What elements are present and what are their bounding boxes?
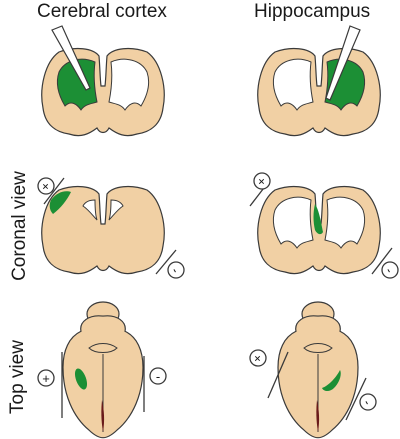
electrode-plate-positive-left: [43, 177, 65, 205]
midline-vessel: [316, 400, 320, 432]
midbrain: [303, 343, 333, 353]
positive-pole-icon: [249, 349, 267, 367]
midline-vessel: [101, 400, 105, 432]
ventricle-right: [108, 58, 150, 111]
positive-sign: +: [42, 371, 50, 386]
labelled-cortex-region: [49, 191, 71, 214]
ventricle-left: [272, 196, 314, 249]
electrode-plate-negative-left: [155, 249, 177, 275]
labelled-hippocampus-spot: [322, 370, 341, 391]
electrode-plate-negative-right: [371, 247, 393, 275]
positive-pole-icon: [37, 177, 55, 195]
positive-pole-icon: [37, 369, 55, 387]
top-view-brain-cortex: [62, 301, 144, 439]
ventricle-right: [324, 196, 366, 249]
midbrain: [88, 343, 118, 353]
ventricle-left: [272, 58, 314, 111]
column-title-cerebral-cortex: Cerebral cortex: [37, 1, 167, 22]
injection-pipette-right: [325, 25, 361, 101]
ventricle-right: [108, 199, 124, 221]
negative-pole-icon: [167, 261, 185, 279]
coronal-section-cortex-injection: [41, 47, 165, 137]
negative-pole-icon: [381, 261, 399, 279]
negative-sign: -: [168, 265, 183, 276]
coronal-section-hippocampus-injection: [257, 47, 381, 137]
negative-sign: -: [156, 369, 160, 384]
coronal-section-hippocampus-electroporation: [257, 185, 381, 275]
labelled-hippocampus-region: [313, 204, 323, 235]
labelled-cortex-spot: [74, 368, 88, 390]
injection-pipette-left: [51, 25, 91, 91]
negative-sign: -: [360, 397, 375, 408]
electrode-plate-negative-top-right: [345, 377, 367, 421]
negative-sign: -: [382, 265, 397, 276]
top-view-brain-hippocampus: [277, 301, 359, 439]
negative-pole-icon: [149, 367, 167, 385]
electrode-plate-positive-top-right: [267, 351, 289, 399]
ventricle-left: [82, 199, 98, 221]
coronal-section-cortex-electroporation: [41, 185, 165, 275]
negative-pole-icon: [359, 393, 377, 411]
column-title-hippocampus: Hippocampus: [254, 1, 371, 22]
positive-pole-icon: [253, 172, 271, 190]
